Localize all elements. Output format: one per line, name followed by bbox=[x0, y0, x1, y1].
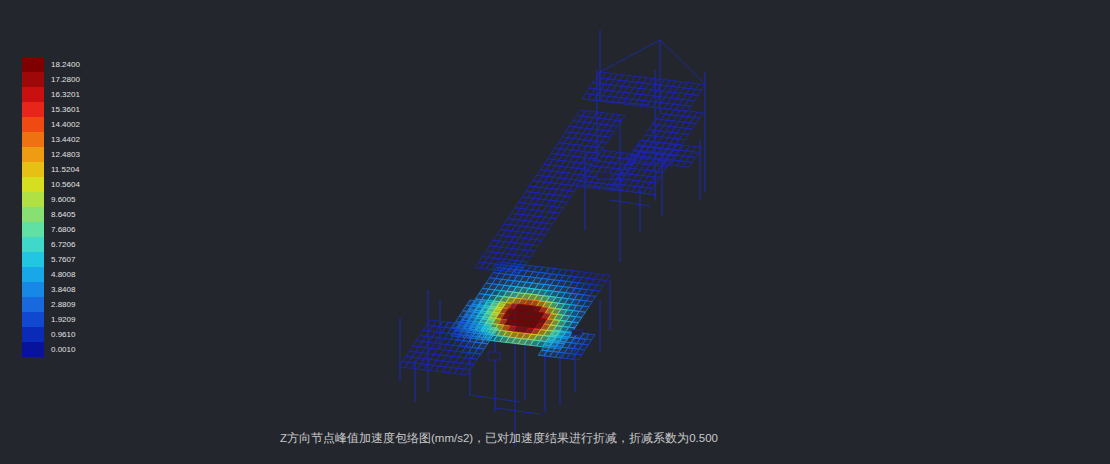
slab-openings bbox=[488, 172, 611, 360]
legend-swatch bbox=[22, 312, 44, 327]
legend-value: 6.7206 bbox=[51, 237, 75, 252]
legend-value: 3.8408 bbox=[51, 282, 75, 297]
mesh-cell bbox=[616, 115, 625, 121]
legend-swatch bbox=[22, 207, 44, 222]
column-line bbox=[494, 335, 495, 412]
legend-value: 10.5604 bbox=[51, 177, 80, 192]
mesh-cell bbox=[683, 162, 693, 168]
mesh-cell bbox=[643, 188, 652, 194]
mesh-cell bbox=[533, 240, 542, 246]
legend-value: 12.4803 bbox=[51, 147, 80, 162]
legend-value: 14.4002 bbox=[51, 117, 80, 132]
legend-swatch bbox=[22, 72, 44, 87]
mesh-cell bbox=[580, 169, 589, 175]
frame-line bbox=[660, 40, 705, 84]
legend-value: 8.6405 bbox=[51, 207, 75, 222]
legend-value: 4.8008 bbox=[51, 267, 75, 282]
legend-swatch bbox=[22, 237, 44, 252]
legend-swatch bbox=[22, 252, 44, 267]
column-line bbox=[609, 280, 610, 330]
legend-swatch bbox=[22, 162, 44, 177]
column-line bbox=[599, 300, 600, 352]
legend-swatch bbox=[22, 342, 44, 357]
legend-value: 1.9209 bbox=[51, 312, 75, 327]
legend-value: 0.9610 bbox=[51, 327, 75, 342]
legend-value: 16.3201 bbox=[51, 87, 80, 102]
legend-value: 17.2800 bbox=[51, 72, 80, 87]
slab-opening bbox=[597, 172, 611, 179]
legend-value: 11.5204 bbox=[51, 162, 79, 177]
mesh-cell bbox=[481, 325, 490, 331]
legend-swatch bbox=[22, 147, 44, 162]
mesh-cell bbox=[558, 202, 567, 208]
legend-swatch bbox=[22, 297, 44, 312]
slab-mesh bbox=[399, 72, 705, 375]
legend-swatch bbox=[22, 267, 44, 282]
column-lines bbox=[400, 30, 705, 446]
legend-value: 18.2400 bbox=[51, 57, 80, 72]
legend-swatch bbox=[22, 117, 44, 132]
legend-value: 2.8809 bbox=[51, 297, 75, 312]
frame-line bbox=[610, 200, 650, 206]
slab-opening bbox=[488, 352, 500, 360]
frame-line bbox=[470, 395, 520, 402]
legend-value: 0.0010 bbox=[51, 342, 75, 357]
legend-swatch bbox=[22, 132, 44, 147]
column-line bbox=[704, 72, 705, 192]
legend-swatch bbox=[22, 87, 44, 102]
column-line bbox=[639, 190, 640, 232]
mesh-cell bbox=[610, 185, 619, 191]
mesh-cell bbox=[461, 369, 471, 375]
plot-caption: Z方向节点峰值加速度包络图(mm/s2)，已对加速度结果进行折减，折减系数为0.… bbox=[280, 431, 718, 446]
legend-value: 15.3601 bbox=[51, 102, 80, 117]
mesh-cell bbox=[590, 153, 599, 159]
column-line bbox=[544, 350, 545, 412]
legend-swatch bbox=[22, 282, 44, 297]
legend-swatch bbox=[22, 192, 44, 207]
column-line bbox=[399, 318, 400, 382]
frame-line bbox=[600, 40, 660, 72]
legend-value: 5.7607 bbox=[51, 252, 75, 267]
mesh-cell bbox=[573, 354, 582, 360]
mesh-cell bbox=[631, 154, 640, 160]
mesh-cell bbox=[569, 185, 578, 191]
legend-swatch bbox=[22, 222, 44, 237]
legend-swatch bbox=[22, 327, 44, 342]
legend-value: 7.6806 bbox=[51, 222, 75, 237]
legend-swatch bbox=[22, 177, 44, 192]
legend-value: 13.4402 bbox=[51, 132, 80, 147]
frame-line bbox=[495, 408, 540, 414]
legend-swatch bbox=[22, 102, 44, 117]
slab-opening bbox=[572, 330, 582, 335]
mesh-cell bbox=[522, 256, 531, 262]
legend-swatch bbox=[22, 57, 44, 72]
column-line bbox=[524, 345, 525, 400]
legend-value: 9.6005 bbox=[51, 192, 75, 207]
